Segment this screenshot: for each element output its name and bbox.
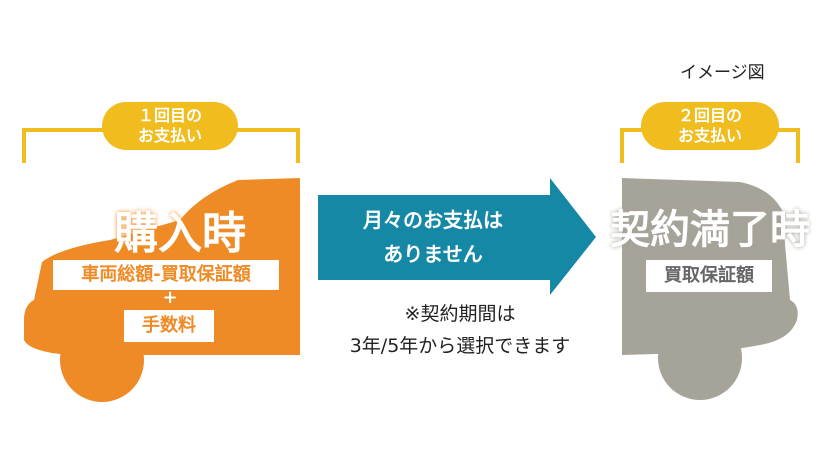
first-formula-main: 車両総額-買取保証額 [53,260,279,290]
arrow-shape [318,178,596,295]
arrow-line1: 月々のお支払は [363,208,503,232]
second-badge-line1: ２回目の [677,106,742,125]
first-badge-line2: お支払い [137,126,202,145]
plus-sign: + [162,287,178,308]
second-badge-line2: お支払い [677,126,742,145]
first-payment-title: 購入時 [114,208,246,259]
first-badge-line1: １回目の [137,106,202,125]
second-formula: 買取保証額 [646,260,772,292]
second-payment-title: 契約満了時 [610,207,810,253]
contract-note: ※契約期間は 3年/5年から選択できます [310,298,610,362]
image-caption: イメージ図 [680,63,765,83]
second-payment-badge: ２回目の お支払い [641,102,779,150]
arrow-text: 月々のお支払は ありません [318,203,548,271]
first-formula-fee: 手数料 [124,310,214,342]
arrow-line2: ありません [383,242,483,266]
first-payment-badge: １回目の お支払い [102,102,238,150]
note-line1: ※契約期間は [404,303,516,325]
note-line2: 3年/5年から選択できます [349,335,571,357]
